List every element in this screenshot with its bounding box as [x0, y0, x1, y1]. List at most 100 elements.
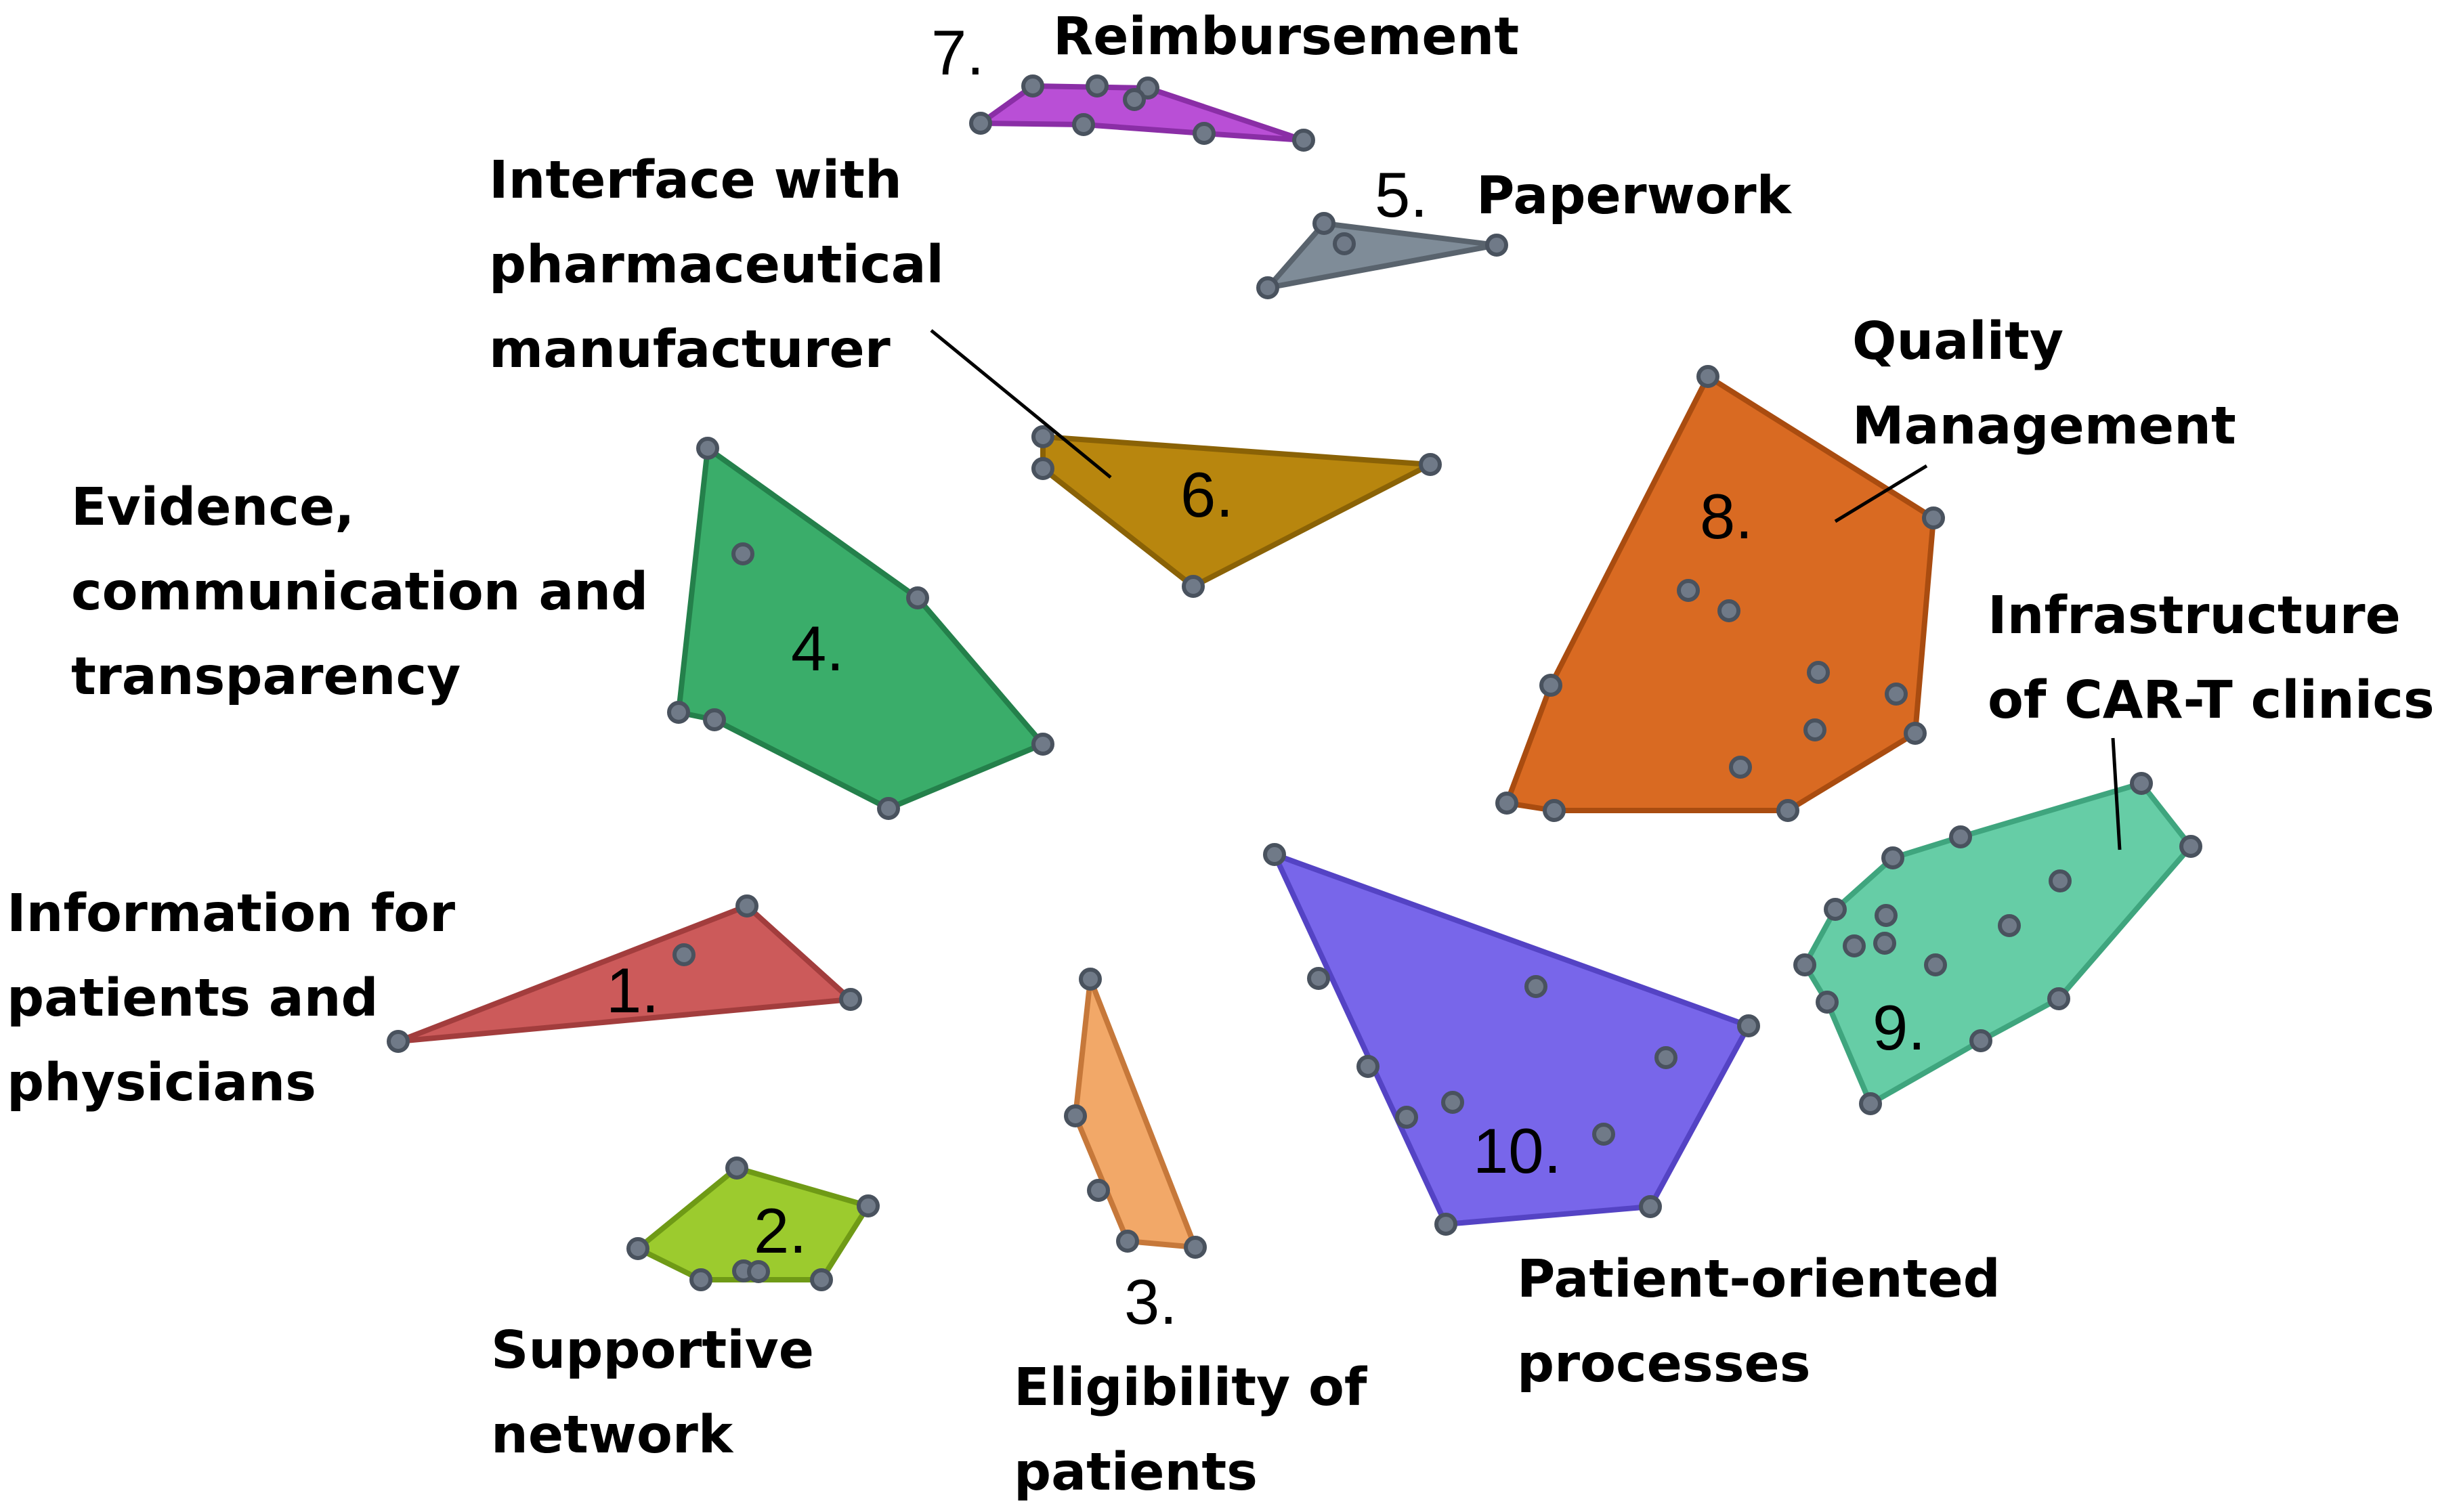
cluster-7: 7. Reimbursement — [931, 7, 1519, 152]
cluster-8-point — [1495, 792, 1518, 815]
cluster-9-points — [1793, 772, 2202, 1115]
cluster-10: 10. Patient-oriented processes — [1263, 843, 2019, 1394]
cluster-6-points — [1031, 425, 1442, 598]
cluster-8-point — [1922, 506, 1945, 530]
cluster-2-point — [725, 1157, 748, 1180]
cluster-3-point — [1087, 1179, 1110, 1202]
cluster-10-point — [1441, 1091, 1464, 1114]
cluster-9-point — [2047, 987, 2070, 1010]
cluster-8-number: 8. — [1700, 481, 1753, 552]
cluster-5-label: Paperwork — [1476, 166, 1793, 226]
cluster-2-point — [810, 1268, 833, 1291]
cluster-3-point — [1116, 1230, 1139, 1253]
cluster-1: 1. Information for patients and physicia… — [7, 884, 862, 1113]
cluster-8-point — [1696, 365, 1719, 388]
cluster-7-point — [1086, 74, 1109, 98]
cluster-5-points — [1256, 212, 1508, 299]
cluster-8-point — [1729, 756, 1752, 779]
cluster-5-point — [1485, 234, 1508, 257]
cluster-6-leader-line — [930, 329, 1112, 479]
cluster-9-number: 9. — [1873, 992, 1925, 1063]
cluster-10-number: 10. — [1473, 1115, 1562, 1186]
cluster-9: 9. Infrastructure of CAR-T clinics — [1793, 586, 2435, 1115]
cluster-10-point — [1395, 1106, 1418, 1129]
cluster-9-point — [1969, 1029, 1992, 1052]
cluster-9-point — [1998, 914, 2021, 937]
cluster-1-point — [839, 988, 862, 1011]
cluster-10-point — [1356, 1055, 1380, 1078]
cluster-4: 4. Evidence, communication and transpare… — [71, 437, 1054, 820]
cluster-3-point — [1079, 968, 1102, 991]
cluster-9-point — [2179, 835, 2202, 858]
cluster-2-label: Supportive network — [491, 1320, 832, 1465]
cluster-4-point — [703, 708, 726, 731]
cluster-8-point — [1807, 661, 1830, 684]
cluster-9-leader-line — [2111, 737, 2122, 850]
cluster-1-label: Information for patients and physicians — [7, 884, 473, 1113]
cluster-2-point — [747, 1260, 770, 1283]
cluster-10-point — [1263, 843, 1286, 866]
cluster-2-hull — [635, 1165, 871, 1282]
cluster-8-point — [1885, 683, 1908, 706]
cluster-2-number: 2. — [754, 1195, 807, 1266]
cluster-6-number: 6. — [1180, 459, 1233, 530]
cluster-7-point — [1123, 88, 1146, 111]
cluster-8-point — [1776, 799, 1799, 822]
cluster-6-label: Interface with pharmaceutical manufactur… — [489, 150, 962, 380]
cluster-5: 5. Paperwork — [1256, 159, 1793, 299]
cluster-8-point — [1677, 579, 1700, 602]
cluster-6-point — [1182, 575, 1205, 598]
cluster-3-number: 3. — [1124, 1266, 1177, 1337]
cluster-7-point — [1021, 74, 1044, 98]
cluster-8-leader-line — [1834, 464, 1928, 523]
cluster-7-point — [1193, 122, 1216, 145]
cluster-4-points — [667, 437, 1054, 820]
cluster-6-point — [1419, 453, 1442, 476]
cluster-9-point — [1873, 932, 1896, 955]
cluster-10-point — [1654, 1046, 1677, 1069]
cluster-9-point — [2049, 869, 2072, 892]
cluster-2-point — [626, 1237, 649, 1260]
cluster-2: 2. Supportive network — [491, 1157, 880, 1465]
cluster-4-point — [906, 586, 929, 609]
cluster-1-point — [672, 943, 696, 966]
cluster-6: 6. Interface with pharmaceutical manufac… — [489, 150, 1442, 598]
cluster-4-hull — [676, 446, 1046, 811]
cluster-10-label: Patient-oriented processes — [1517, 1249, 2019, 1394]
cluster-2-point — [689, 1268, 712, 1291]
cluster-10-point — [1307, 967, 1330, 990]
cluster-9-point — [2130, 772, 2153, 795]
cluster-9-point — [1816, 991, 1839, 1014]
cluster-3: 3. Eligibility of patients — [1014, 968, 1368, 1503]
cluster-9-label: Infrastructure of CAR-T clinics — [1988, 586, 2435, 731]
cluster-5-point — [1333, 232, 1356, 255]
cluster-4-label: Evidence, communication and transparency — [71, 477, 666, 707]
cluster-9-point — [1793, 953, 1816, 976]
cluster-9-point — [1843, 934, 1866, 957]
cluster-6-hull — [1040, 434, 1433, 589]
cluster-4-point — [1031, 733, 1054, 756]
cluster-7-label: Reimbursement — [1053, 7, 1519, 67]
cluster-10-point — [1434, 1213, 1457, 1236]
cluster-9-point — [1875, 904, 1898, 927]
cluster-3-point — [1064, 1104, 1087, 1127]
cluster-8-point — [1717, 599, 1740, 622]
cluster-1-point — [735, 894, 758, 917]
cluster-7-points — [969, 74, 1315, 152]
cluster-9-point — [1881, 846, 1904, 869]
cluster-5-point — [1256, 276, 1279, 299]
cluster-3-points — [1064, 968, 1207, 1259]
cluster-4-point — [696, 437, 719, 460]
cluster-4-point — [877, 797, 900, 820]
cluster-8-point — [1803, 718, 1826, 741]
cluster-8: 8. Quality Management — [1495, 311, 2236, 822]
cluster-9-point — [1824, 898, 1847, 921]
cluster-3-point — [1184, 1236, 1207, 1259]
cluster-8-hull — [1504, 374, 1936, 813]
cluster-3-hull — [1073, 976, 1198, 1250]
cluster-7-number: 7. — [931, 17, 984, 88]
cluster-10-point — [1737, 1014, 1760, 1037]
cluster-4-point — [731, 542, 754, 565]
cluster-6-point — [1031, 425, 1054, 448]
